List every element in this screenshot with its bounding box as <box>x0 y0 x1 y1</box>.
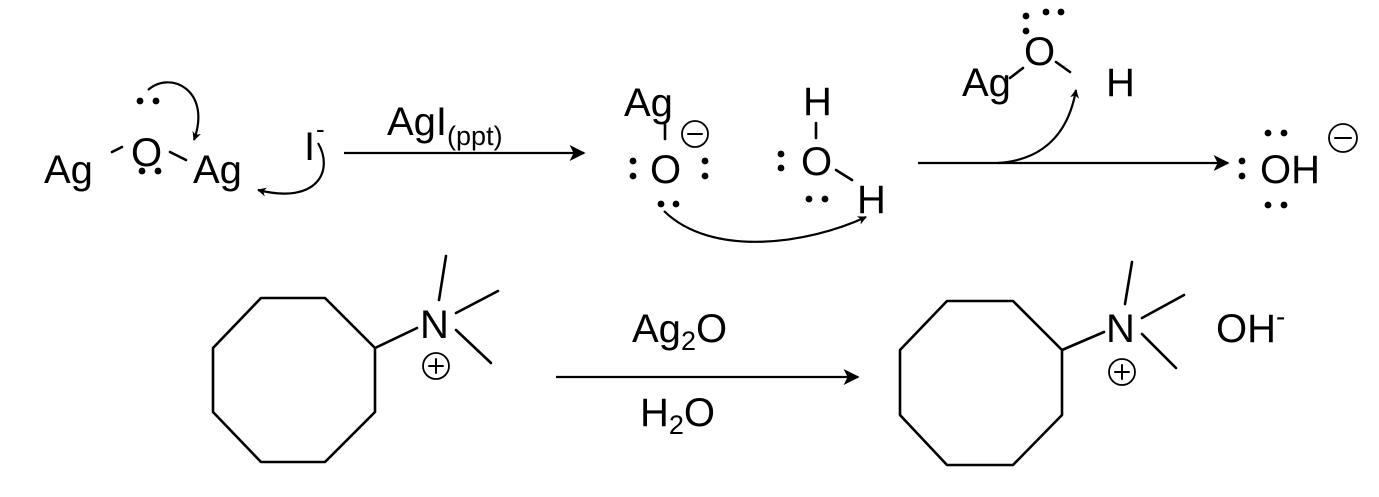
silver-hydroxide-side-product: Ag O H <box>962 8 1135 105</box>
lone-pair-dot <box>1022 27 1030 35</box>
lone-pair-dot <box>1264 201 1272 209</box>
o-h-bond-right <box>834 168 854 182</box>
lone-pair-dot <box>672 200 680 208</box>
cyclooctyltrimethylammonium-reactant: N <box>211 254 500 464</box>
iodide-ion: I - <box>304 114 325 169</box>
curly-arrow-deprotonation <box>663 210 867 243</box>
anion-oxygen-label: O <box>650 148 681 192</box>
ag-left-label: Ag <box>44 148 93 192</box>
ag-o-bond-left <box>110 145 124 154</box>
cyclooctane-ring <box>898 299 1064 467</box>
side-oxygen-label: O <box>1024 30 1055 74</box>
water-h-right-label: H <box>857 178 886 222</box>
counterion-charge: - <box>1276 301 1285 332</box>
lone-pair-dot <box>1238 157 1246 165</box>
hydroxide-label: OH <box>1260 148 1320 192</box>
lone-pair-dot <box>1238 172 1246 180</box>
ring-n-bond <box>1060 330 1106 352</box>
lone-pair-dot <box>657 200 665 208</box>
ammonium-nitrogen-label: N <box>1106 307 1135 351</box>
ag-label: Ag <box>624 81 673 125</box>
n-methyl-bond-up <box>1123 260 1134 306</box>
side-ag-o-bond <box>1008 66 1025 80</box>
side-ag-label: Ag <box>962 61 1011 105</box>
silver-oxide-reactant: Ag O Ag <box>44 97 242 192</box>
reagent-ag2o-tail: O <box>696 307 727 351</box>
curly-arrow-iodide-to-ag <box>257 142 325 197</box>
o-ag-bond-right <box>168 150 188 162</box>
lone-pair-dot <box>701 157 709 165</box>
reagent-agi-main: AgI <box>387 100 447 144</box>
lone-pair-dot <box>629 172 637 180</box>
iodide-label: I <box>304 125 315 169</box>
lone-pair-dot <box>154 167 162 175</box>
reagent-agi-subscript: (ppt) <box>447 121 503 151</box>
n-methyl-bond-right <box>454 289 500 315</box>
reagent-h2o: H2O <box>640 391 715 440</box>
reagent-h2o-subscript: 2 <box>669 410 684 440</box>
lone-pair-dot <box>629 157 637 165</box>
cyclooctyltrimethylammonium-hydroxide-product: N OH- <box>898 260 1285 467</box>
reagent-h2o-main: H <box>640 391 669 435</box>
side-o-h-bond <box>1054 60 1072 74</box>
counterion-label: OH <box>1216 307 1276 351</box>
reagent-ag2o-subscript: 2 <box>681 326 696 356</box>
lone-pair-dot <box>701 172 709 180</box>
cyclooctane-ring <box>211 296 377 464</box>
hydroxide-product: OH <box>1238 123 1358 209</box>
reagent-h2o-tail: O <box>684 391 715 435</box>
side-hydrogen-label: H <box>1106 61 1135 105</box>
ring-n-bond <box>373 326 419 350</box>
lone-pair-dot <box>777 150 785 158</box>
iodide-charge: - <box>316 114 325 144</box>
lone-pair-dot <box>1280 201 1288 209</box>
lone-pair-dot <box>777 164 785 172</box>
lone-pair-dot <box>1280 129 1288 137</box>
hydroxide-counterion: OH- <box>1216 301 1285 351</box>
silver-oxide-anion: Ag O <box>624 81 709 208</box>
water-oxygen-label: O <box>801 140 832 184</box>
water-h-top-label: H <box>803 80 832 124</box>
n-methyl-bond-down <box>454 328 493 365</box>
ammonium-nitrogen-label: N <box>420 303 449 347</box>
oxide-oxygen-label: O <box>131 131 162 175</box>
lone-pair-dot <box>1264 129 1272 137</box>
curly-arrow-lone-pair-to-ag <box>147 81 201 141</box>
lone-pair-dot <box>1022 12 1030 20</box>
curly-arrow-to-side-product <box>997 89 1080 165</box>
lone-pair-dot <box>152 97 160 105</box>
lone-pair-dot <box>1042 8 1050 16</box>
lone-pair-dot <box>805 195 813 203</box>
reagent-agi: AgI(ppt) <box>387 100 503 151</box>
ag-right-label: Ag <box>193 148 242 192</box>
reagent-ag2o-main: Ag <box>632 307 681 351</box>
n-methyl-bond-up <box>437 254 448 302</box>
lone-pair-dot <box>1057 8 1065 16</box>
lone-pair-dot <box>821 195 829 203</box>
reagent-ag2o: Ag2O <box>632 307 727 356</box>
n-methyl-bond-down <box>1140 332 1178 370</box>
lone-pair-dot <box>136 97 144 105</box>
lone-pair-dot <box>138 167 146 175</box>
n-methyl-bond-right <box>1140 293 1186 320</box>
water-molecule: H O H <box>777 80 886 222</box>
